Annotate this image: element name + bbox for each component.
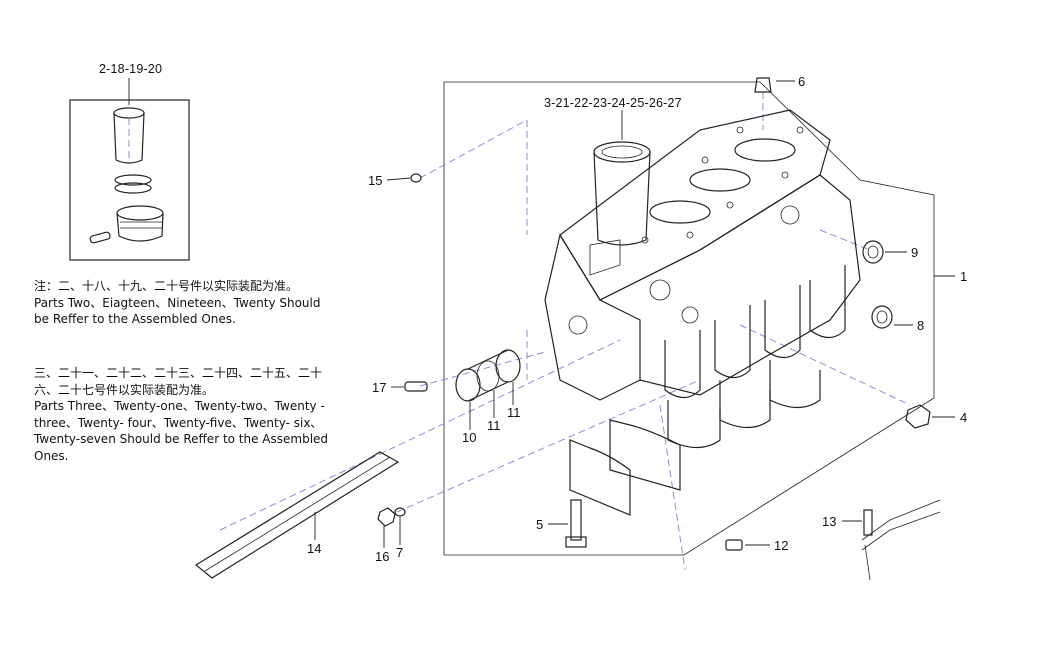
callout-6: 6 bbox=[798, 74, 805, 89]
cylinder-liner bbox=[593, 110, 651, 246]
group-label-liner-set-main: 3-21-22-23-24-25-26-27 bbox=[544, 96, 682, 110]
bearing-caps bbox=[569, 360, 821, 516]
callout-4: 4 bbox=[960, 410, 967, 425]
assembly-note-1: 注：二、十八、十九、二十号件以实际装配为准。 Parts Two、Eiagtee… bbox=[34, 279, 321, 326]
callout-9: 9 bbox=[911, 245, 918, 260]
assembly-note-2: 三、二十一、二十二、二十三、二十四、二十五、二十六、二十七号件以实际装配为准。 … bbox=[34, 366, 329, 463]
callout-13: 13 bbox=[822, 514, 836, 529]
callout-1: 1 bbox=[960, 269, 967, 284]
callout-5: 5 bbox=[536, 517, 543, 532]
small-parts bbox=[194, 77, 941, 581]
callout-17: 17 bbox=[372, 380, 386, 395]
callout-16: 16 bbox=[375, 549, 389, 564]
group-label-liner-set: 2-18-19-20 bbox=[99, 62, 162, 76]
cylinder-block bbox=[544, 109, 861, 401]
leader-lines bbox=[314, 80, 955, 548]
callout-11-b: 11 bbox=[507, 405, 521, 420]
callout-12: 12 bbox=[774, 538, 788, 553]
callout-8: 8 bbox=[917, 318, 924, 333]
callout-10: 10 bbox=[462, 430, 476, 445]
callout-14: 14 bbox=[307, 541, 321, 556]
callout-11-a: 11 bbox=[487, 418, 501, 433]
inset-piston-detail bbox=[69, 78, 190, 261]
assembly-frame bbox=[443, 81, 935, 556]
callout-7: 7 bbox=[396, 545, 403, 560]
callout-15: 15 bbox=[368, 173, 382, 188]
